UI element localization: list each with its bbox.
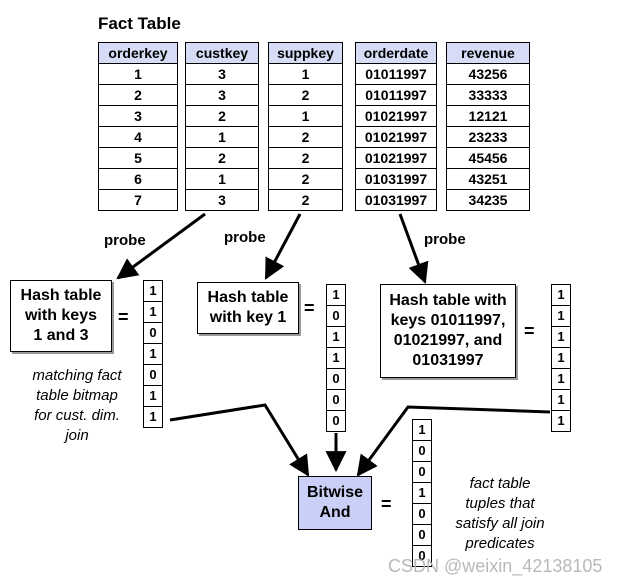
column-header: custkey: [186, 43, 258, 64]
table-cell: 1: [186, 127, 258, 148]
column-header: orderdate: [356, 43, 436, 64]
bitmap-date: 1 1 1 1 1 1 1: [551, 284, 571, 432]
bitmap-bit: 1: [144, 281, 162, 302]
bitmap-bit: 1: [552, 306, 570, 327]
column-header: revenue: [447, 43, 529, 64]
column-orderdate: orderdate 01011997 01011997 01021997 010…: [355, 42, 437, 211]
probe-arrow-supp: [264, 213, 302, 280]
bitmap-bit: 0: [327, 390, 345, 411]
bitmap-bit: 0: [327, 306, 345, 327]
table-cell: 33333: [447, 85, 529, 106]
column-header: suppkey: [269, 43, 342, 64]
bitmap-arrow-left: [169, 403, 310, 477]
table-cell: 12121: [447, 106, 529, 127]
bitmap-bit: 0: [418, 548, 426, 563]
bitmap-supp: 1 0 1 1 0 0 0: [326, 284, 346, 432]
column-revenue: revenue 43256 33333 12121 23233 45456 43…: [446, 42, 530, 211]
table-cell: 1: [99, 64, 177, 85]
bitmap-bit: 1: [144, 344, 162, 365]
bitmap-bit: 1: [552, 348, 570, 369]
table-cell: 2: [269, 169, 342, 190]
note-left: matching fact table bitmap for cust. dim…: [32, 367, 122, 444]
bitmap-bit: 0: [413, 504, 431, 525]
table-cell: 43256: [447, 64, 529, 85]
bitmap-bit: 1: [413, 420, 431, 441]
bitmap-bit: 1: [552, 390, 570, 411]
bitmap-bit: 1: [149, 409, 157, 424]
table-cell: 2: [269, 85, 342, 106]
equals-sign-cust: =: [118, 307, 129, 327]
table-cell: 01031997: [356, 169, 436, 190]
watermark: CSDN @weixin_42138105: [388, 556, 603, 576]
probe-arrow-cust: [116, 212, 206, 280]
equals-sign-supp: =: [304, 298, 315, 318]
note-right: fact table tuples that satisfy all join …: [455, 475, 545, 552]
table-cell: 2: [186, 106, 258, 127]
bitmap-bit: 0: [332, 413, 340, 428]
bitmap-bit: 1: [327, 327, 345, 348]
table-cell: 01021997: [356, 148, 436, 169]
table-cell: 01031997: [356, 190, 436, 210]
table-cell: 45456: [447, 148, 529, 169]
column-header: orderkey: [99, 43, 177, 64]
bitmap-cust: 1 1 0 1 0 1 1: [143, 280, 163, 428]
table-cell: 3: [186, 190, 258, 210]
bitmap-bit: 0: [144, 323, 162, 344]
table-cell: 7: [99, 190, 177, 210]
table-cell: 3: [99, 106, 177, 127]
bitmap-bit: 0: [327, 369, 345, 390]
equals-sign-result: =: [381, 494, 392, 514]
probe-arrow-date: [398, 213, 429, 284]
table-cell: 01011997: [356, 64, 436, 85]
table-cell: 2: [269, 127, 342, 148]
table-cell: 1: [269, 64, 342, 85]
bitmap-bit: 1: [552, 369, 570, 390]
probe-label-cust: probe: [104, 232, 146, 249]
column-custkey: custkey 3 3 2 1 2 1 3: [185, 42, 259, 211]
bitmap-bit: 1: [327, 285, 345, 306]
bitmap-bit: 1: [144, 302, 162, 323]
bitmap-bit: 0: [413, 462, 431, 483]
column-suppkey: suppkey 1 2 1 2 2 2 2: [268, 42, 343, 211]
hash-table-cust: Hash table with keys 1 and 3: [10, 280, 112, 352]
bitmap-bit: 1: [552, 327, 570, 348]
table-cell: 1: [269, 106, 342, 127]
hash-table-supp: Hash table with key 1: [197, 282, 299, 334]
equals-sign-date: =: [524, 321, 535, 341]
bitmap-bit: 1: [557, 413, 565, 428]
table-cell: 3: [186, 85, 258, 106]
table-cell: 5: [99, 148, 177, 169]
hash-table-date: Hash table with keys 01011997, 01021997,…: [380, 284, 516, 378]
result-bitmap: 1 0 0 1 0 0 0: [412, 419, 432, 567]
table-cell: 2: [99, 85, 177, 106]
table-cell: 01021997: [356, 127, 436, 148]
probe-label-date: probe: [424, 231, 466, 248]
table-cell: 2: [269, 148, 342, 169]
bitmap-bit: 1: [144, 386, 162, 407]
bitmap-bit: 1: [552, 285, 570, 306]
table-cell: 3: [186, 64, 258, 85]
table-cell: 4: [99, 127, 177, 148]
bitwise-and-box: Bitwise And: [298, 476, 372, 530]
table-cell: 23233: [447, 127, 529, 148]
bitmap-bit: 0: [144, 365, 162, 386]
table-cell: 01021997: [356, 106, 436, 127]
bitmap-bit: 1: [327, 348, 345, 369]
table-cell: 2: [186, 148, 258, 169]
column-orderkey: orderkey 1 2 3 4 5 6 7: [98, 42, 178, 211]
table-cell: 2: [269, 190, 342, 210]
table-cell: 01011997: [356, 85, 436, 106]
table-cell: 34235: [447, 190, 529, 210]
bitmap-bit: 0: [413, 441, 431, 462]
table-cell: 43251: [447, 169, 529, 190]
bitmap-arrow-right: [356, 405, 551, 477]
fact-table-title: Fact Table: [98, 14, 181, 33]
bitmap-bit: 0: [413, 525, 431, 546]
table-cell: 6: [99, 169, 177, 190]
bitmap-bit: 1: [413, 483, 431, 504]
table-cell: 1: [186, 169, 258, 190]
probe-label-supp: probe: [224, 229, 266, 246]
